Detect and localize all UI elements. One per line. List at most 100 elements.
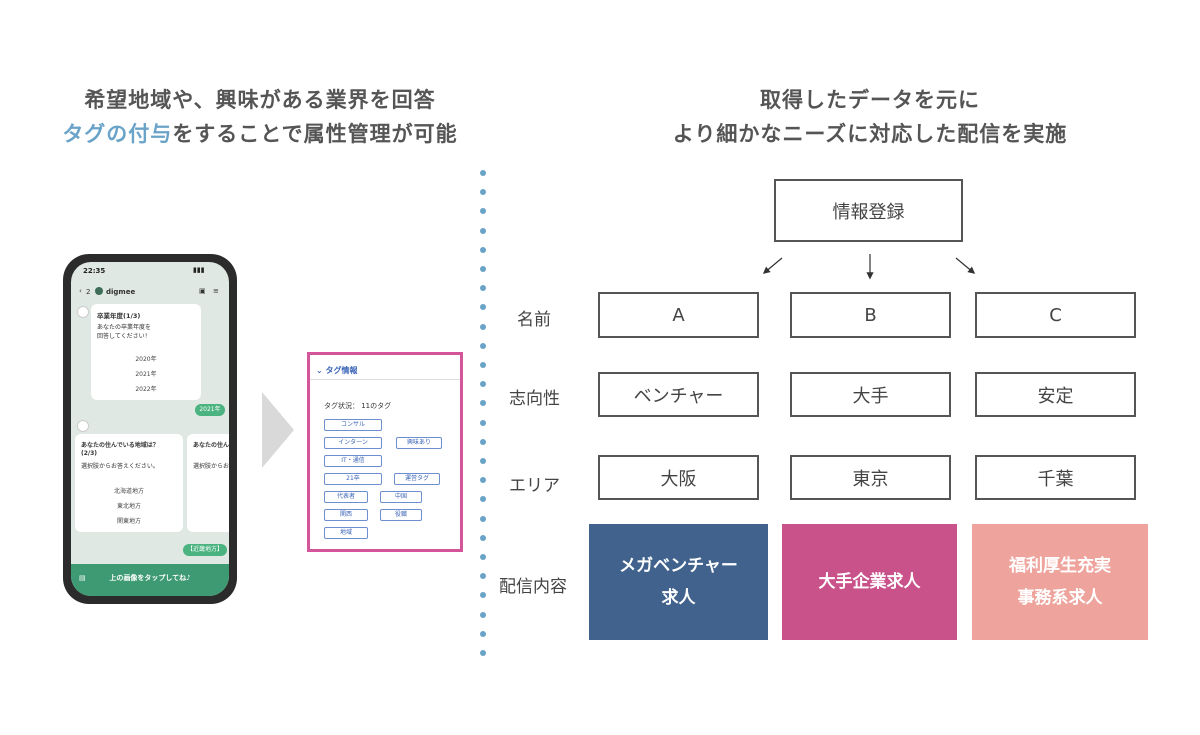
q1-option[interactable]: 2020年	[135, 356, 157, 363]
right-heading-line1: 取得したデータを元に	[760, 88, 980, 112]
tag-chip: 21卒	[324, 473, 382, 485]
divider-dot	[480, 496, 486, 502]
divider-dot	[480, 439, 486, 445]
tag-chip: 興味あり	[396, 437, 442, 449]
divider-dot	[480, 420, 486, 426]
tag-info-panel: ⌄ タグ情報 タグ状況： 11のタグ コンサル インターン 興味あり IT・通信…	[307, 352, 463, 552]
row-label-area: エリア	[509, 476, 560, 496]
area-box-tokyo: 東京	[790, 455, 951, 500]
divider-dot	[480, 189, 486, 195]
account-avatar	[95, 287, 103, 295]
orientation-box-venture: ベンチャー	[598, 372, 759, 417]
reply-bubble-2: 【近畿地方】	[183, 544, 227, 556]
content-line: 事務系求人	[1017, 588, 1103, 608]
row-label-orientation: 志向性	[509, 389, 560, 409]
question-card-3: あなたの住んでいる 選択肢からお	[187, 434, 229, 532]
divider-dot	[480, 266, 486, 272]
content-line: 大手企業求人	[818, 572, 921, 592]
q1-body2: 回答してください！	[97, 333, 151, 340]
divider-dot	[480, 343, 486, 349]
back-count: 2	[86, 288, 91, 296]
account-name: digmee	[106, 288, 136, 296]
divider-dot	[480, 228, 486, 234]
tag-chip: コンサル	[324, 419, 382, 431]
cta-label: 上の画像をタップしてね♪	[109, 574, 191, 582]
tag-status: タグ状況： 11のタグ	[324, 402, 392, 410]
chevron-down-icon: ⌄	[316, 366, 323, 375]
name-box-a: A	[598, 292, 759, 338]
question-card-1: 卒業年度(1/3) あなたの卒業年度を 回答してください！ 2020年 2021…	[91, 304, 201, 400]
area-box-osaka: 大阪	[598, 455, 759, 500]
reply-bubble-1: 2021年	[195, 404, 225, 416]
right-heading-line2: より細かなニーズに対応した配信を実施	[672, 122, 1068, 146]
phone-screen: 22:35 ▮▮▮ ‹ 2 digmee ▣ ≡ 卒業年度(1/3) あなたの卒…	[71, 262, 229, 596]
q2-option[interactable]: 東北地方	[116, 503, 141, 510]
divider-dot	[480, 477, 486, 483]
bot-avatar	[77, 306, 89, 318]
menu-icon[interactable]: ≡	[213, 287, 219, 295]
q2b-title: あなたの住んでいる	[193, 442, 229, 449]
rich-menu-button[interactable]: ▤ 上の画像をタップしてね♪	[71, 564, 229, 596]
q1-body1: あなたの卒業年度を	[97, 324, 152, 331]
divider-dot	[480, 592, 486, 598]
keyboard-icon[interactable]: ▤	[79, 574, 86, 582]
divider-dot	[480, 208, 486, 214]
branch-arrows	[762, 254, 976, 280]
bot-avatar	[77, 420, 89, 432]
q2-title: あなたの住んでいる地域は？	[81, 442, 159, 449]
app-bar: ‹ 2 digmee ▣ ≡	[71, 282, 229, 302]
q1-title: 卒業年度(1/3)	[97, 312, 141, 320]
divider-dot	[480, 304, 486, 310]
q1-option[interactable]: 2021年	[135, 371, 157, 378]
tag-chip: 地域	[324, 527, 368, 539]
q2-body: 選択肢からお答えください。	[81, 463, 159, 470]
calendar-icon[interactable]: ▣	[199, 287, 206, 295]
arrow-right-branch	[955, 257, 976, 274]
content-box-major-company: 大手企業求人	[782, 524, 957, 640]
orientation-box-major: 大手	[790, 372, 951, 417]
divider-dot	[480, 516, 486, 522]
name-box-b: B	[790, 292, 951, 338]
tag-chip: 運営タグ	[394, 473, 440, 485]
content-box-mega-venture: メガベンチャー求人	[589, 524, 768, 640]
tag-chip: 関西	[324, 509, 368, 521]
divider-dot	[480, 381, 486, 387]
divider-dot	[480, 631, 486, 637]
divider-dot	[480, 535, 486, 541]
row-label-name: 名前	[517, 310, 551, 330]
left-heading-rest: をすることで属性管理が可能	[172, 122, 458, 146]
divider-dot	[480, 554, 486, 560]
q2-option[interactable]: 関東地方	[116, 518, 141, 525]
name-box-c: C	[975, 292, 1136, 338]
phone-mockup: 22:35 ▮▮▮ ‹ 2 digmee ▣ ≡ 卒業年度(1/3) あなたの卒…	[63, 254, 237, 604]
divider-dot	[480, 650, 486, 656]
right-heading: 取得したデータを元に より細かなニーズに対応した配信を実施	[620, 83, 1120, 151]
signal-icon: ▮▮▮	[193, 266, 205, 274]
q1-option[interactable]: 2022年	[135, 386, 157, 393]
divider-dot	[480, 400, 486, 406]
content-line: 求人	[661, 588, 696, 608]
left-heading-accent: タグの付与	[62, 122, 173, 146]
back-icon[interactable]: ‹	[79, 287, 82, 295]
tag-chip: インターン	[324, 437, 382, 449]
status-bar: 22:35 ▮▮▮	[71, 262, 229, 282]
arrow-right-icon	[262, 392, 294, 468]
q2-option[interactable]: 北海道地方	[113, 488, 144, 495]
tag-chip: 役職	[380, 509, 422, 521]
content-line: 福利厚生充実	[1009, 556, 1111, 576]
tag-panel-title: タグ情報	[325, 366, 358, 375]
left-heading: 希望地域や、興味がある業界を回答 タグの付与をすることで属性管理が可能	[40, 83, 480, 151]
arrow-left-branch	[762, 257, 783, 274]
divider-dot	[480, 170, 486, 176]
left-heading-line1: 希望地域や、興味がある業界を回答	[84, 88, 436, 112]
content-box-welfare: 福利厚生充実事務系求人	[972, 524, 1148, 640]
divider-dot	[480, 247, 486, 253]
orientation-box-stable: 安定	[975, 372, 1136, 417]
question-card-2: あなたの住んでいる地域は？ (2/3) 選択肢からお答えください。 北海道地方 …	[75, 434, 183, 532]
tag-chip: IT・通信	[324, 455, 382, 467]
divider	[310, 379, 460, 380]
q2-step: (2/3)	[81, 450, 98, 457]
divider-dot	[480, 573, 486, 579]
divider-dot	[480, 324, 486, 330]
info-registration-box: 情報登録	[774, 179, 963, 242]
